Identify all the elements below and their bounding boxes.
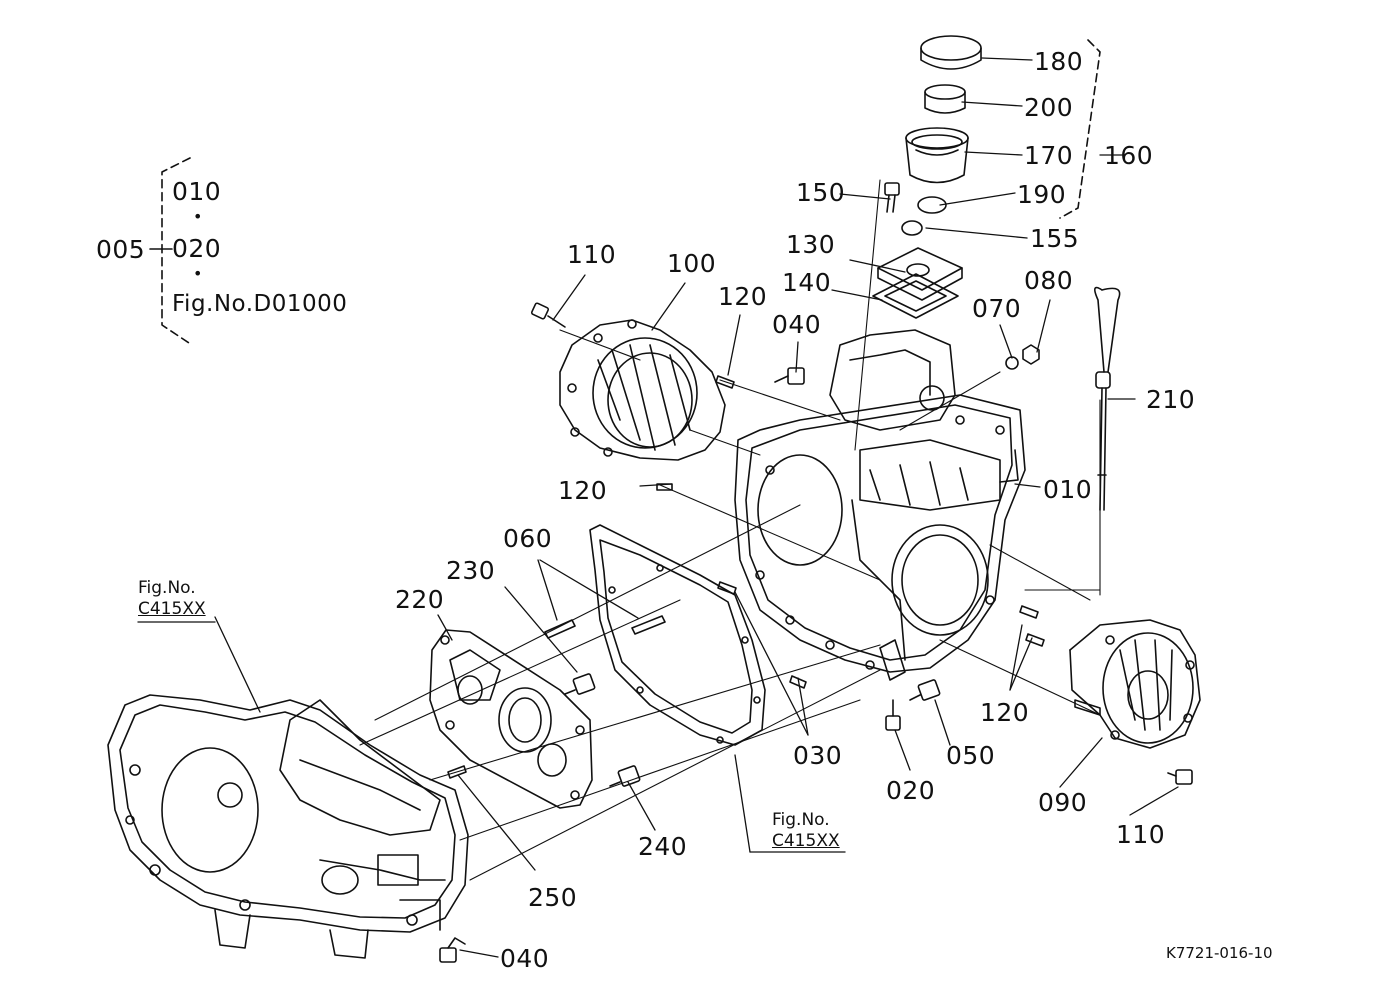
gasket-140 — [872, 273, 959, 319]
callout-250: 250 — [528, 883, 578, 912]
o-ring-190 — [917, 196, 947, 214]
bolt-110-upper — [530, 302, 566, 328]
callout-210: 210 — [1146, 385, 1196, 414]
callout-200: 200 — [1024, 93, 1074, 122]
bolt-040-lower — [439, 937, 466, 963]
callout-090: 090 — [1038, 788, 1088, 817]
callout-050: 050 — [946, 741, 996, 770]
callout-240: 240 — [638, 832, 688, 861]
callout-155: 155 — [1030, 224, 1080, 253]
nut-080 — [1022, 344, 1040, 365]
housing-100 — [559, 319, 726, 461]
group-reference: Fig.No.D01000 — [172, 291, 348, 317]
callout-080: 080 — [1024, 266, 1074, 295]
filler-cap-180 — [920, 35, 982, 70]
figure-reference-right: Fig.No. C415XX — [772, 810, 840, 853]
figure-reference-line1: Fig.No. — [138, 578, 196, 598]
washer-070 — [1005, 356, 1019, 370]
callout-110-lower: 110 — [1116, 820, 1166, 849]
callout-170: 170 — [1024, 141, 1074, 170]
cover-130 — [877, 247, 963, 301]
bolt-050 — [909, 679, 941, 701]
callout-040-upper: 040 — [772, 310, 822, 339]
leader-lines — [137, 57, 1179, 958]
assembly-bracket-160 — [1059, 39, 1101, 219]
group-item-020: 020 — [172, 234, 222, 263]
cap-200 — [924, 84, 966, 114]
stud-060 — [544, 615, 666, 639]
group-item-010: 010 — [172, 177, 222, 206]
pin-120 — [656, 375, 1045, 689]
callout-020: 020 — [886, 776, 936, 805]
callout-180: 180 — [1034, 47, 1084, 76]
alignment-lines — [359, 179, 1101, 881]
separator-dot: • — [193, 264, 203, 283]
callout-190: 190 — [1017, 180, 1067, 209]
clip-155 — [901, 220, 923, 236]
gasket-030 — [589, 524, 766, 746]
figure-reference-line1: Fig.No. — [772, 810, 830, 830]
callout-120-left: 120 — [558, 476, 608, 505]
bolt-040-upper — [774, 367, 805, 385]
group-bracket — [149, 157, 193, 346]
callout-060: 060 — [503, 524, 553, 553]
callout-040-lower: 040 — [500, 944, 550, 973]
clutch-housing — [107, 694, 469, 959]
callout-140: 140 — [782, 268, 832, 297]
housing-090 — [1069, 619, 1201, 749]
callout-120-right: 120 — [980, 698, 1030, 727]
figure-reference-line2: C415XX — [138, 599, 206, 620]
transmission-case-010 — [734, 329, 1026, 681]
callout-120-top: 120 — [718, 282, 768, 311]
callout-150: 150 — [796, 178, 846, 207]
plate-220 — [429, 629, 593, 809]
callout-110-upper: 110 — [567, 240, 617, 269]
bolt-110-lower — [1167, 769, 1193, 785]
callout-220: 220 — [395, 585, 445, 614]
plug-020 — [885, 699, 901, 731]
group-label-005: 005 — [96, 235, 146, 264]
bolt-240 — [609, 765, 641, 787]
strainer-170 — [905, 127, 969, 184]
bolt-150 — [884, 182, 900, 213]
callout-130: 130 — [786, 230, 836, 259]
figure-reference-left: Fig.No. C415XX — [138, 578, 206, 621]
figure-reference-line2: C415XX — [772, 831, 840, 852]
callout-160: 160 — [1104, 141, 1154, 170]
callout-010: 010 — [1043, 475, 1093, 504]
pin-250 — [447, 765, 467, 779]
callout-070: 070 — [972, 294, 1022, 323]
callout-230: 230 — [446, 556, 496, 585]
figure-code: K7721-016-10 — [1166, 944, 1273, 962]
callout-100: 100 — [667, 249, 717, 278]
callout-030: 030 — [793, 741, 843, 770]
bolt-230 — [564, 673, 596, 695]
separator-dot: • — [193, 207, 203, 226]
dipstick-210 — [1094, 286, 1121, 511]
